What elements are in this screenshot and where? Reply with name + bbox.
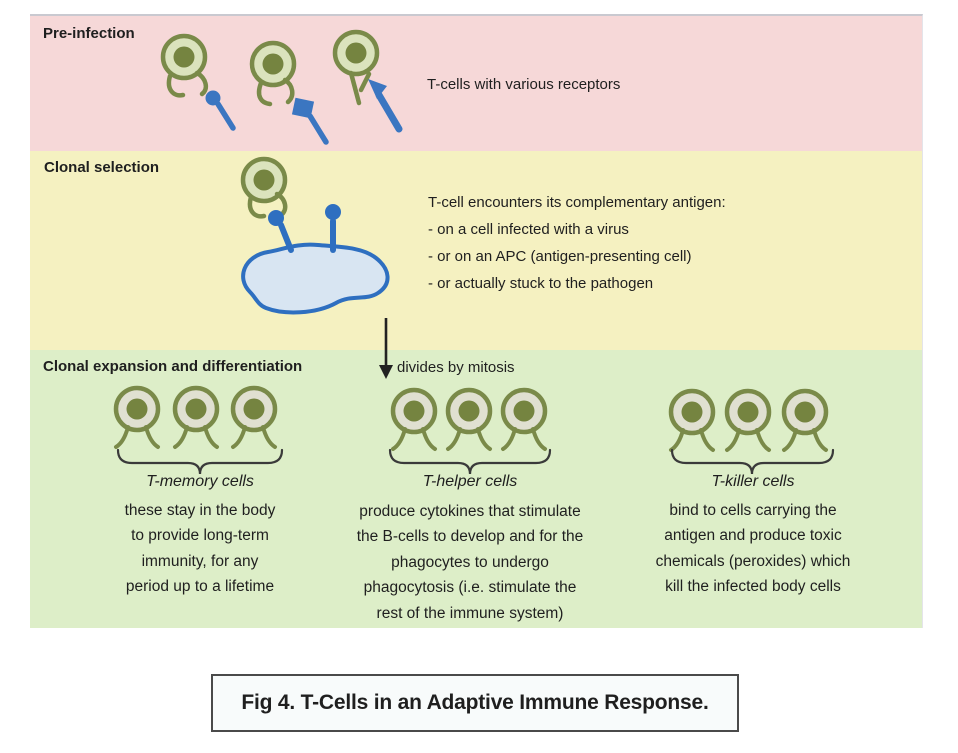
section-label-pre-infection: Pre-infection bbox=[43, 25, 135, 42]
section-label-clonal-expansion: Clonal expansion and differentiation bbox=[43, 358, 303, 375]
figure-caption: Fig 4. T-Cells in an Adaptive Immune Res… bbox=[241, 691, 709, 714]
figure-caption-box: Fig 4. T-Cells in an Adaptive Immune Res… bbox=[211, 674, 739, 732]
section-label-clonal-selection: Clonal selection bbox=[44, 159, 160, 176]
mitosis-label: divides by mitosis bbox=[397, 359, 515, 376]
t-helper-cells-title: T-helper cells bbox=[422, 473, 518, 490]
t-helper-cells-description: produce cytokines that stimulate the B-c… bbox=[356, 503, 584, 622]
clonal-selection-note: T-cell encounters its complementary anti… bbox=[428, 194, 726, 292]
t-killer-cells-description: bind to cells carrying the antigen and p… bbox=[655, 502, 851, 596]
band-clonal-selection bbox=[30, 151, 922, 350]
pre-infection-note: T-cells with various receptors bbox=[427, 76, 621, 93]
t-killer-cells-title: T-killer cells bbox=[711, 473, 795, 490]
t-memory-cells-title: T-memory cells bbox=[146, 473, 254, 490]
t-memory-cells-description: these stay in the body to provide long-t… bbox=[124, 502, 276, 596]
